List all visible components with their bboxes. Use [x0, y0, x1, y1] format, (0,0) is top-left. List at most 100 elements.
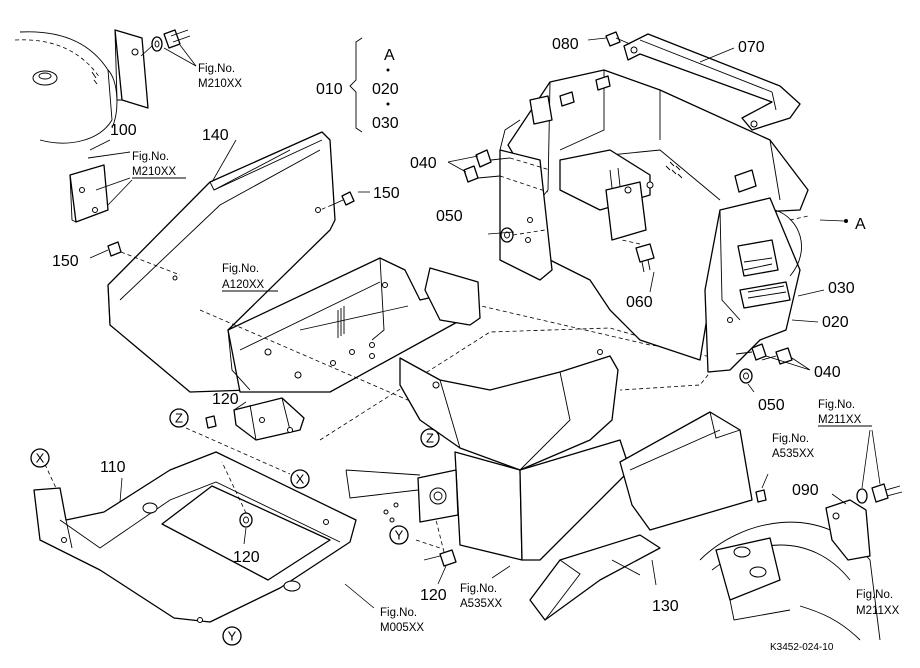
bracket-020-030: [704, 197, 809, 373]
label-030-right: 030: [828, 280, 855, 297]
link-y-left: [415, 539, 441, 549]
svg-text:A120XX: A120XX: [222, 279, 265, 291]
label-020-right: 020: [822, 314, 849, 331]
label-150-right: 150: [373, 185, 400, 202]
label-080: 080: [552, 36, 579, 53]
fig-ref-A120XX: Fig.No. A120XX: [222, 263, 278, 292]
label-120-top: 120: [212, 391, 239, 408]
nut-120-mid: [221, 461, 253, 528]
part-labels: 100 140 010 A 020 030 080 070 040 150 05…: [52, 36, 866, 615]
svg-text:Fig.No.: Fig.No.: [198, 63, 235, 75]
bolt-washer-top-left: [140, 29, 197, 67]
lead-fig-M005: [344, 583, 375, 609]
label-050-bottom: 050: [758, 397, 785, 414]
label-A-right: A: [855, 216, 866, 233]
svg-text:M005XX: M005XX: [380, 622, 424, 634]
group-bracket-010: [349, 37, 390, 133]
svg-text:Fig.No.: Fig.No.: [818, 399, 855, 411]
lead-120-bottom: [437, 565, 447, 585]
svg-text:Fig.No.: Fig.No.: [132, 151, 169, 163]
label-020-top: 020: [372, 81, 399, 98]
mount-bracket-120: [205, 397, 305, 441]
svg-text:Fig.No.: Fig.No.: [380, 607, 417, 619]
handle-070: [623, 33, 801, 131]
tank-corner-top-left: [14, 31, 118, 144]
label-060: 060: [626, 294, 653, 311]
fig-ref-A535XX-right: Fig.No. A535XX: [772, 433, 815, 460]
marker-y-bottom: Y: [222, 626, 242, 646]
svg-text:Z: Z: [175, 411, 183, 426]
guard-plate: [619, 411, 753, 531]
label-010: 010: [316, 81, 343, 98]
svg-text:M211XX: M211XX: [818, 414, 862, 426]
label-030-top: 030: [372, 115, 399, 132]
label-140: 140: [202, 127, 229, 144]
fig-ref-M005XX: Fig.No. M005XX: [380, 607, 424, 634]
lead-050-top: [487, 231, 515, 235]
svg-text:A535XX: A535XX: [460, 598, 503, 610]
svg-text:Fig.No.: Fig.No.: [222, 263, 259, 275]
tank-frame-assembly: [499, 69, 809, 361]
side-cover-140: [107, 131, 336, 393]
bolts-040-bottom: [735, 343, 811, 371]
label-070: 070: [738, 39, 765, 56]
pointer-A-dot: [844, 219, 848, 223]
svg-text:Fig.No.: Fig.No.: [856, 589, 893, 601]
lead-fig-A535-bottom: [491, 565, 511, 579]
bracket-130: [529, 534, 661, 621]
rear-frame-box: [227, 257, 471, 393]
label-150-left: 150: [52, 253, 79, 270]
svg-text:Fig.No.: Fig.No.: [460, 583, 497, 595]
marker-z-mid: Z: [420, 428, 440, 448]
svg-text:Fig.No.: Fig.No.: [772, 433, 809, 445]
marker-x-left: X: [30, 448, 50, 468]
label-040-top: 040: [410, 155, 437, 172]
lead-030-right: [797, 289, 825, 297]
marker-x-mid: X: [290, 469, 310, 489]
bolt-150-right: [319, 191, 355, 211]
label-090: 090: [792, 482, 819, 499]
bolt-150-left: [89, 241, 181, 276]
svg-text:Y: Y: [395, 528, 404, 543]
label-130: 130: [652, 598, 679, 615]
nut-050-top: [500, 227, 546, 243]
fig-references: Fig.No. M210XX Fig.No. M210XX Fig.No. A1…: [132, 63, 900, 634]
base-guard-110: [33, 451, 357, 623]
label-040-bottom: 040: [814, 364, 841, 381]
svg-text:M210XX: M210XX: [198, 78, 242, 90]
bracket-100: [114, 29, 149, 109]
lead-090: [831, 493, 847, 505]
svg-text:M210XX: M210XX: [132, 166, 176, 178]
label-100: 100: [110, 122, 137, 139]
marker-z-top: Z: [169, 408, 189, 428]
drawing-code: K3452-024-10: [770, 642, 834, 653]
fig-ref-M210XX-left: Fig.No. M210XX: [132, 151, 186, 179]
label-120-mid: 120: [233, 549, 260, 566]
marker-y-left: Y: [389, 525, 409, 545]
nut-050-bottom: [739, 368, 753, 384]
label-050-top: 050: [436, 208, 463, 225]
svg-text:Z: Z: [426, 431, 434, 446]
bolts-040-top: [447, 149, 551, 193]
bolt-120-bottom: [423, 519, 457, 567]
label-110: 110: [100, 459, 126, 476]
svg-text:A535XX: A535XX: [772, 448, 815, 460]
fig-ref-M211XX-right: Fig.No. M211XX: [818, 399, 872, 427]
fig-ref-M210XX-top: Fig.No. M210XX: [198, 63, 242, 90]
svg-text:Y: Y: [228, 629, 237, 644]
fig-ref-M211XX-bottom: Fig.No. M211XX: [856, 589, 900, 617]
bracket-090: [825, 429, 903, 561]
lead-050-bottom: [747, 383, 755, 393]
pointer-A-right: [819, 219, 845, 222]
lead-120-top: [233, 401, 247, 411]
fig-ref-A535XX-bottom: Fig.No. A535XX: [460, 583, 503, 610]
svg-text:M211XX: M211XX: [856, 605, 900, 617]
lead-020-right: [791, 319, 819, 323]
connection-markers: Z Z X X Y Y: [30, 408, 440, 646]
label-A-top: A: [384, 47, 395, 64]
lead-060: [649, 271, 655, 293]
center-floor-frame: [199, 267, 721, 561]
lead-120-mid: [243, 527, 247, 545]
